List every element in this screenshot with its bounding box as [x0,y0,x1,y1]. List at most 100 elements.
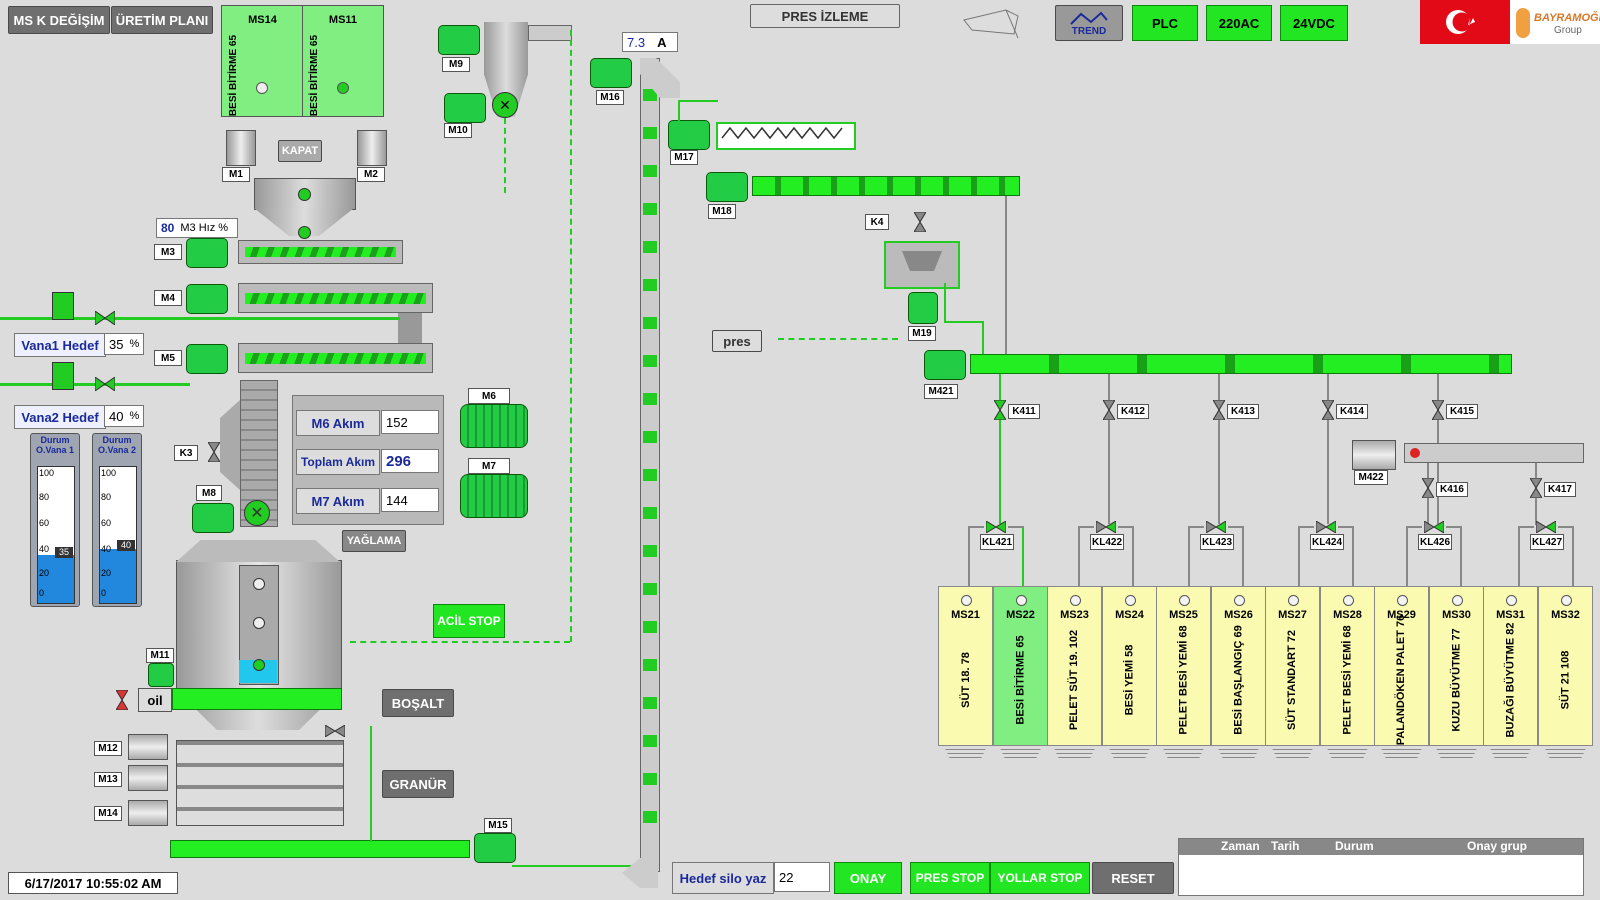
datetime-display: 6/17/2017 10:55:02 AM [8,872,178,894]
motor-m16[interactable] [590,58,632,88]
valve-icon[interactable] [1423,520,1445,534]
valve-icon[interactable] [1212,399,1226,421]
valve-icon[interactable] [324,724,346,738]
column-header[interactable]: Zaman [1221,839,1260,853]
silo-outlet [1217,746,1260,760]
emergency-stop-button[interactable]: ACİL STOP [433,604,505,638]
feed-line [944,283,946,323]
valve-icon[interactable] [1529,477,1543,499]
silo-outlet [1435,746,1478,760]
motor-m7[interactable] [460,474,528,518]
storage-silo[interactable]: MS21 SÜT 18. 78 [938,586,993,746]
valve-k3-icon[interactable] [207,441,221,463]
storage-silo[interactable]: MS28 PELET BESİ YEMİ 68 [1320,586,1375,746]
close-button[interactable]: KAPAT [278,140,322,162]
control-valve-2[interactable] [52,362,74,390]
lines-stop-button[interactable]: YOLLAR STOP [990,862,1090,894]
pipe [1005,196,1007,356]
silo-ms14[interactable]: MS14 BESİ BİTİRME 65 [221,5,304,117]
valve1-target-input[interactable]: 35 [109,336,124,352]
pipe [1558,526,1574,528]
24vdc-button[interactable]: 24VDC [1280,5,1348,41]
granulator-button[interactable]: GRANÜR [382,770,454,798]
valve-icon[interactable] [1321,399,1335,421]
confirm-button[interactable]: ONAY [834,862,902,894]
ms-change-button[interactable]: MS K DEĞİŞİM [8,6,110,34]
pipe [1352,528,1354,586]
valve-icon[interactable] [1095,520,1117,534]
valve-icon[interactable] [985,520,1007,534]
motor-m15[interactable] [474,833,516,863]
column-header[interactable]: Durum [1335,839,1374,853]
horn-icon[interactable] [960,8,1022,42]
valve-icon[interactable] [993,399,1007,421]
motor-m3[interactable] [186,238,228,268]
silo-outlet [1053,746,1096,760]
motor-m422[interactable] [1352,440,1396,470]
valve1-status-gauge: Durum O.Vana 1 100 80 60 40 20 0 35 [30,433,80,607]
valve-k4-icon[interactable] [913,211,927,233]
motor-m1[interactable] [226,130,256,166]
valve-icon[interactable] [1205,520,1227,534]
valve-icon[interactable] [1102,399,1116,421]
motor-m8[interactable] [192,503,234,533]
reset-button[interactable]: RESET [1092,862,1174,894]
discharge-button[interactable]: BOŞALT [382,689,454,717]
valve-label: K413 [1227,404,1259,419]
silo-outlet [1108,746,1151,760]
silo-name: MS26 [1224,609,1253,621]
storage-silo[interactable]: MS30 KUZU BÜYÜTME 77 [1429,586,1484,746]
motor-m18[interactable] [706,172,748,202]
storage-silo[interactable]: MS31 BUZAĞI BÜYÜTME 82 [1483,586,1538,746]
lubrication-button[interactable]: YAĞLAMA [342,530,406,552]
motor-m10[interactable] [444,93,486,123]
rotary-valve-icon[interactable]: ✕ [244,500,270,526]
storage-silo[interactable]: MS27 SÜT STANDART 72 [1265,586,1320,746]
oil-valve-icon[interactable] [115,689,129,711]
plc-button[interactable]: PLC [1132,5,1198,41]
trend-button[interactable]: TREND [1055,5,1123,41]
valve-icon[interactable] [94,310,116,326]
column-header[interactable]: Tarih [1271,839,1300,853]
storage-silo[interactable]: MS24 BESİ YEMİ 58 [1102,586,1157,746]
target-silo-input[interactable]: 22 [774,862,830,892]
valve-icon[interactable] [1421,477,1435,499]
gauge2-reading: 40 [117,540,135,551]
valve-icon[interactable] [1315,520,1337,534]
motor-m12[interactable] [128,734,168,760]
silo-outlet [1271,746,1314,760]
m3-speed-label: M3 Hız % [180,222,229,234]
220ac-button[interactable]: 220AC [1206,5,1272,41]
motor-m17[interactable] [668,120,710,150]
press-stop-button[interactable]: PRES STOP [910,862,990,894]
motor-m421[interactable] [924,350,966,380]
storage-silo[interactable]: MS32 SÜT 21 108 [1538,586,1593,746]
silo-ms11[interactable]: MS11 BESİ BİTİRME 65 [302,5,384,117]
motor-m11[interactable] [148,663,174,687]
level-indicator [337,82,349,94]
control-valve-1[interactable] [52,292,74,320]
m3-speed-value[interactable]: 80 [161,221,175,235]
level-indicator [1233,595,1245,606]
storage-silo[interactable]: MS25 PELET BESİ YEMİ 68 [1156,586,1211,746]
motor-m13[interactable] [128,765,168,791]
motor-m9[interactable] [438,25,480,55]
storage-silo[interactable]: MS22 BESİ BİTİRME 65 [993,586,1048,746]
production-plan-button[interactable]: ÜRETİM PLANI [111,6,213,34]
gauge1-title: Durum O.Vana 1 [35,435,75,455]
valve-icon[interactable] [94,376,116,392]
motor-m14[interactable] [128,800,168,826]
valve2-target-input[interactable]: 40 [109,408,124,424]
storage-silo[interactable]: MS29 PALANDÖKEN PALET 76 [1374,586,1429,746]
motor-m5[interactable] [186,344,228,374]
valve-icon[interactable] [1431,399,1445,421]
valve-icon[interactable] [1535,520,1557,534]
motor-m6[interactable] [460,404,528,448]
motor-m19[interactable] [908,292,938,324]
rotary-valve-icon[interactable]: ✕ [492,92,518,118]
storage-silo[interactable]: MS26 BESİ BAŞLANGIÇ 69 [1211,586,1266,746]
motor-m4[interactable] [186,284,228,314]
storage-silo[interactable]: MS23 PELET SÜT 19. 102 [1047,586,1102,746]
column-header[interactable]: Onay grup [1467,839,1528,853]
motor-m2[interactable] [357,130,387,166]
